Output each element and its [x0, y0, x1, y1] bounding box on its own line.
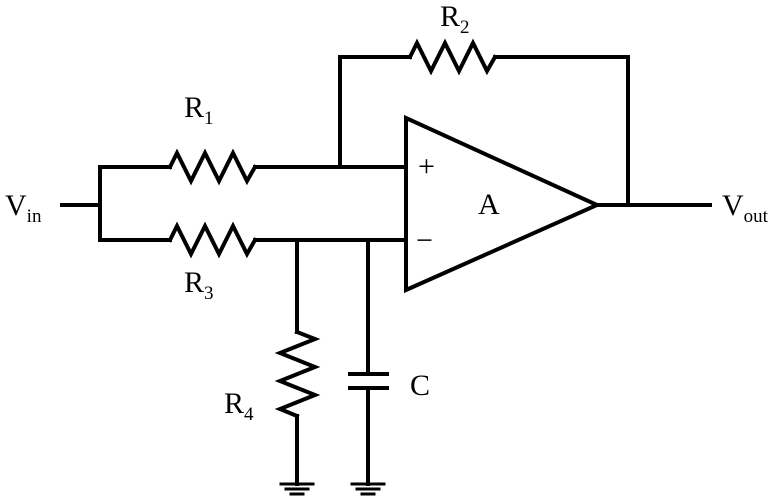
capacitor-label: C — [410, 369, 430, 402]
r3-label: R3 — [184, 266, 214, 304]
op-amp-triangle — [404, 114, 602, 294]
plus-terminal-label: + — [418, 150, 435, 183]
resistor-r4 — [274, 329, 321, 419]
r1-label: R1 — [184, 91, 214, 129]
vin-wire — [60, 165, 102, 242]
ground-icon — [279, 482, 315, 496]
r2-label: R2 — [440, 0, 470, 38]
resistor-r1 — [167, 148, 258, 186]
feedback-wire — [338, 55, 630, 207]
amplifier-label: A — [478, 188, 500, 221]
capacitor-c — [348, 372, 389, 390]
resistor-r3 — [167, 221, 258, 259]
minus-terminal-label: − — [416, 224, 433, 257]
vin-label: Vin — [5, 189, 42, 227]
r4-label: R4 — [224, 387, 254, 425]
vout-label: Vout — [722, 189, 769, 227]
ground-icon — [350, 482, 386, 496]
resistor-r2 — [407, 38, 498, 76]
